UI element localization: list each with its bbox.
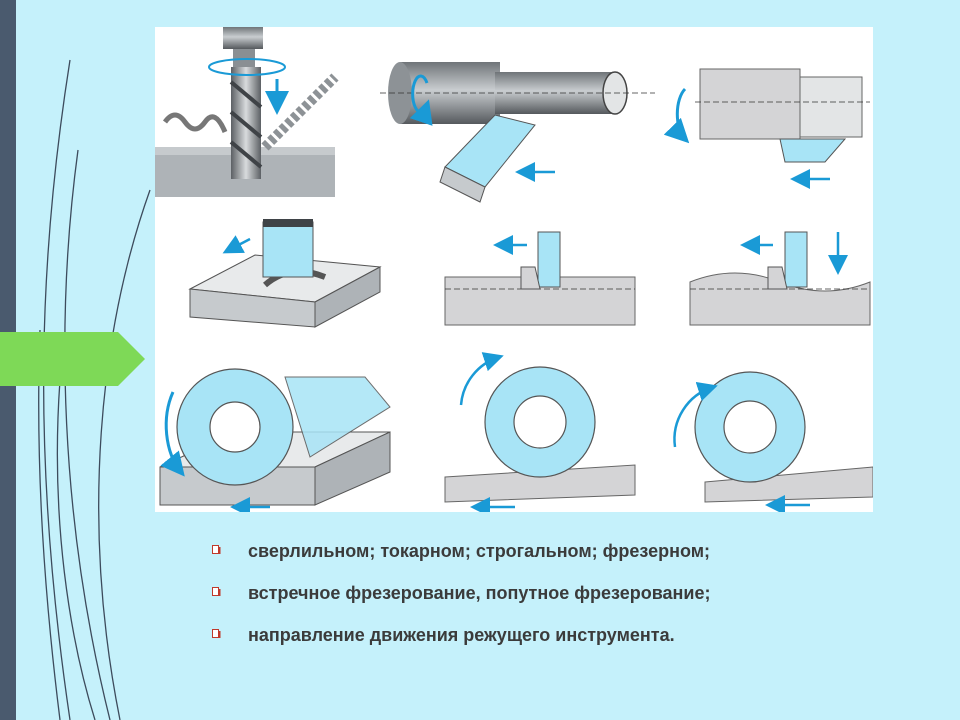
bullet-marker-icon	[212, 545, 221, 554]
machining-diagram-svg	[155, 27, 874, 517]
face-milling-scene	[159, 368, 391, 517]
green-arrow-tab	[0, 332, 145, 386]
bullet-text: сверлильном; токарном; строгальном; фрез…	[248, 541, 711, 561]
shaping-wave-scene	[689, 231, 871, 326]
bullet-list: сверлильном; токарном; строгальном; фрез…	[212, 530, 711, 656]
up-milling-scene	[444, 352, 636, 517]
down-milling-scene	[673, 371, 874, 515]
planing-scene	[444, 231, 636, 326]
slot-milling-scene	[188, 219, 382, 328]
bullet-item: направление движения режущего инструмент…	[212, 614, 711, 656]
bullet-item: сверлильном; токарном; строгальном; фрез…	[212, 530, 711, 572]
bullet-text: направление движения режущего инструмент…	[248, 625, 675, 645]
bullet-marker-icon	[212, 629, 221, 638]
bullet-text: встречное фрезерование, попутное фрезеро…	[248, 583, 711, 603]
machining-illustration	[155, 27, 874, 517]
bullet-item: встречное фрезерование, попутное фрезеро…	[212, 572, 711, 614]
bullet-marker-icon	[212, 587, 221, 596]
turning-scene	[380, 62, 655, 203]
shaping-scene	[663, 68, 870, 189]
drilling-scene	[155, 27, 339, 197]
